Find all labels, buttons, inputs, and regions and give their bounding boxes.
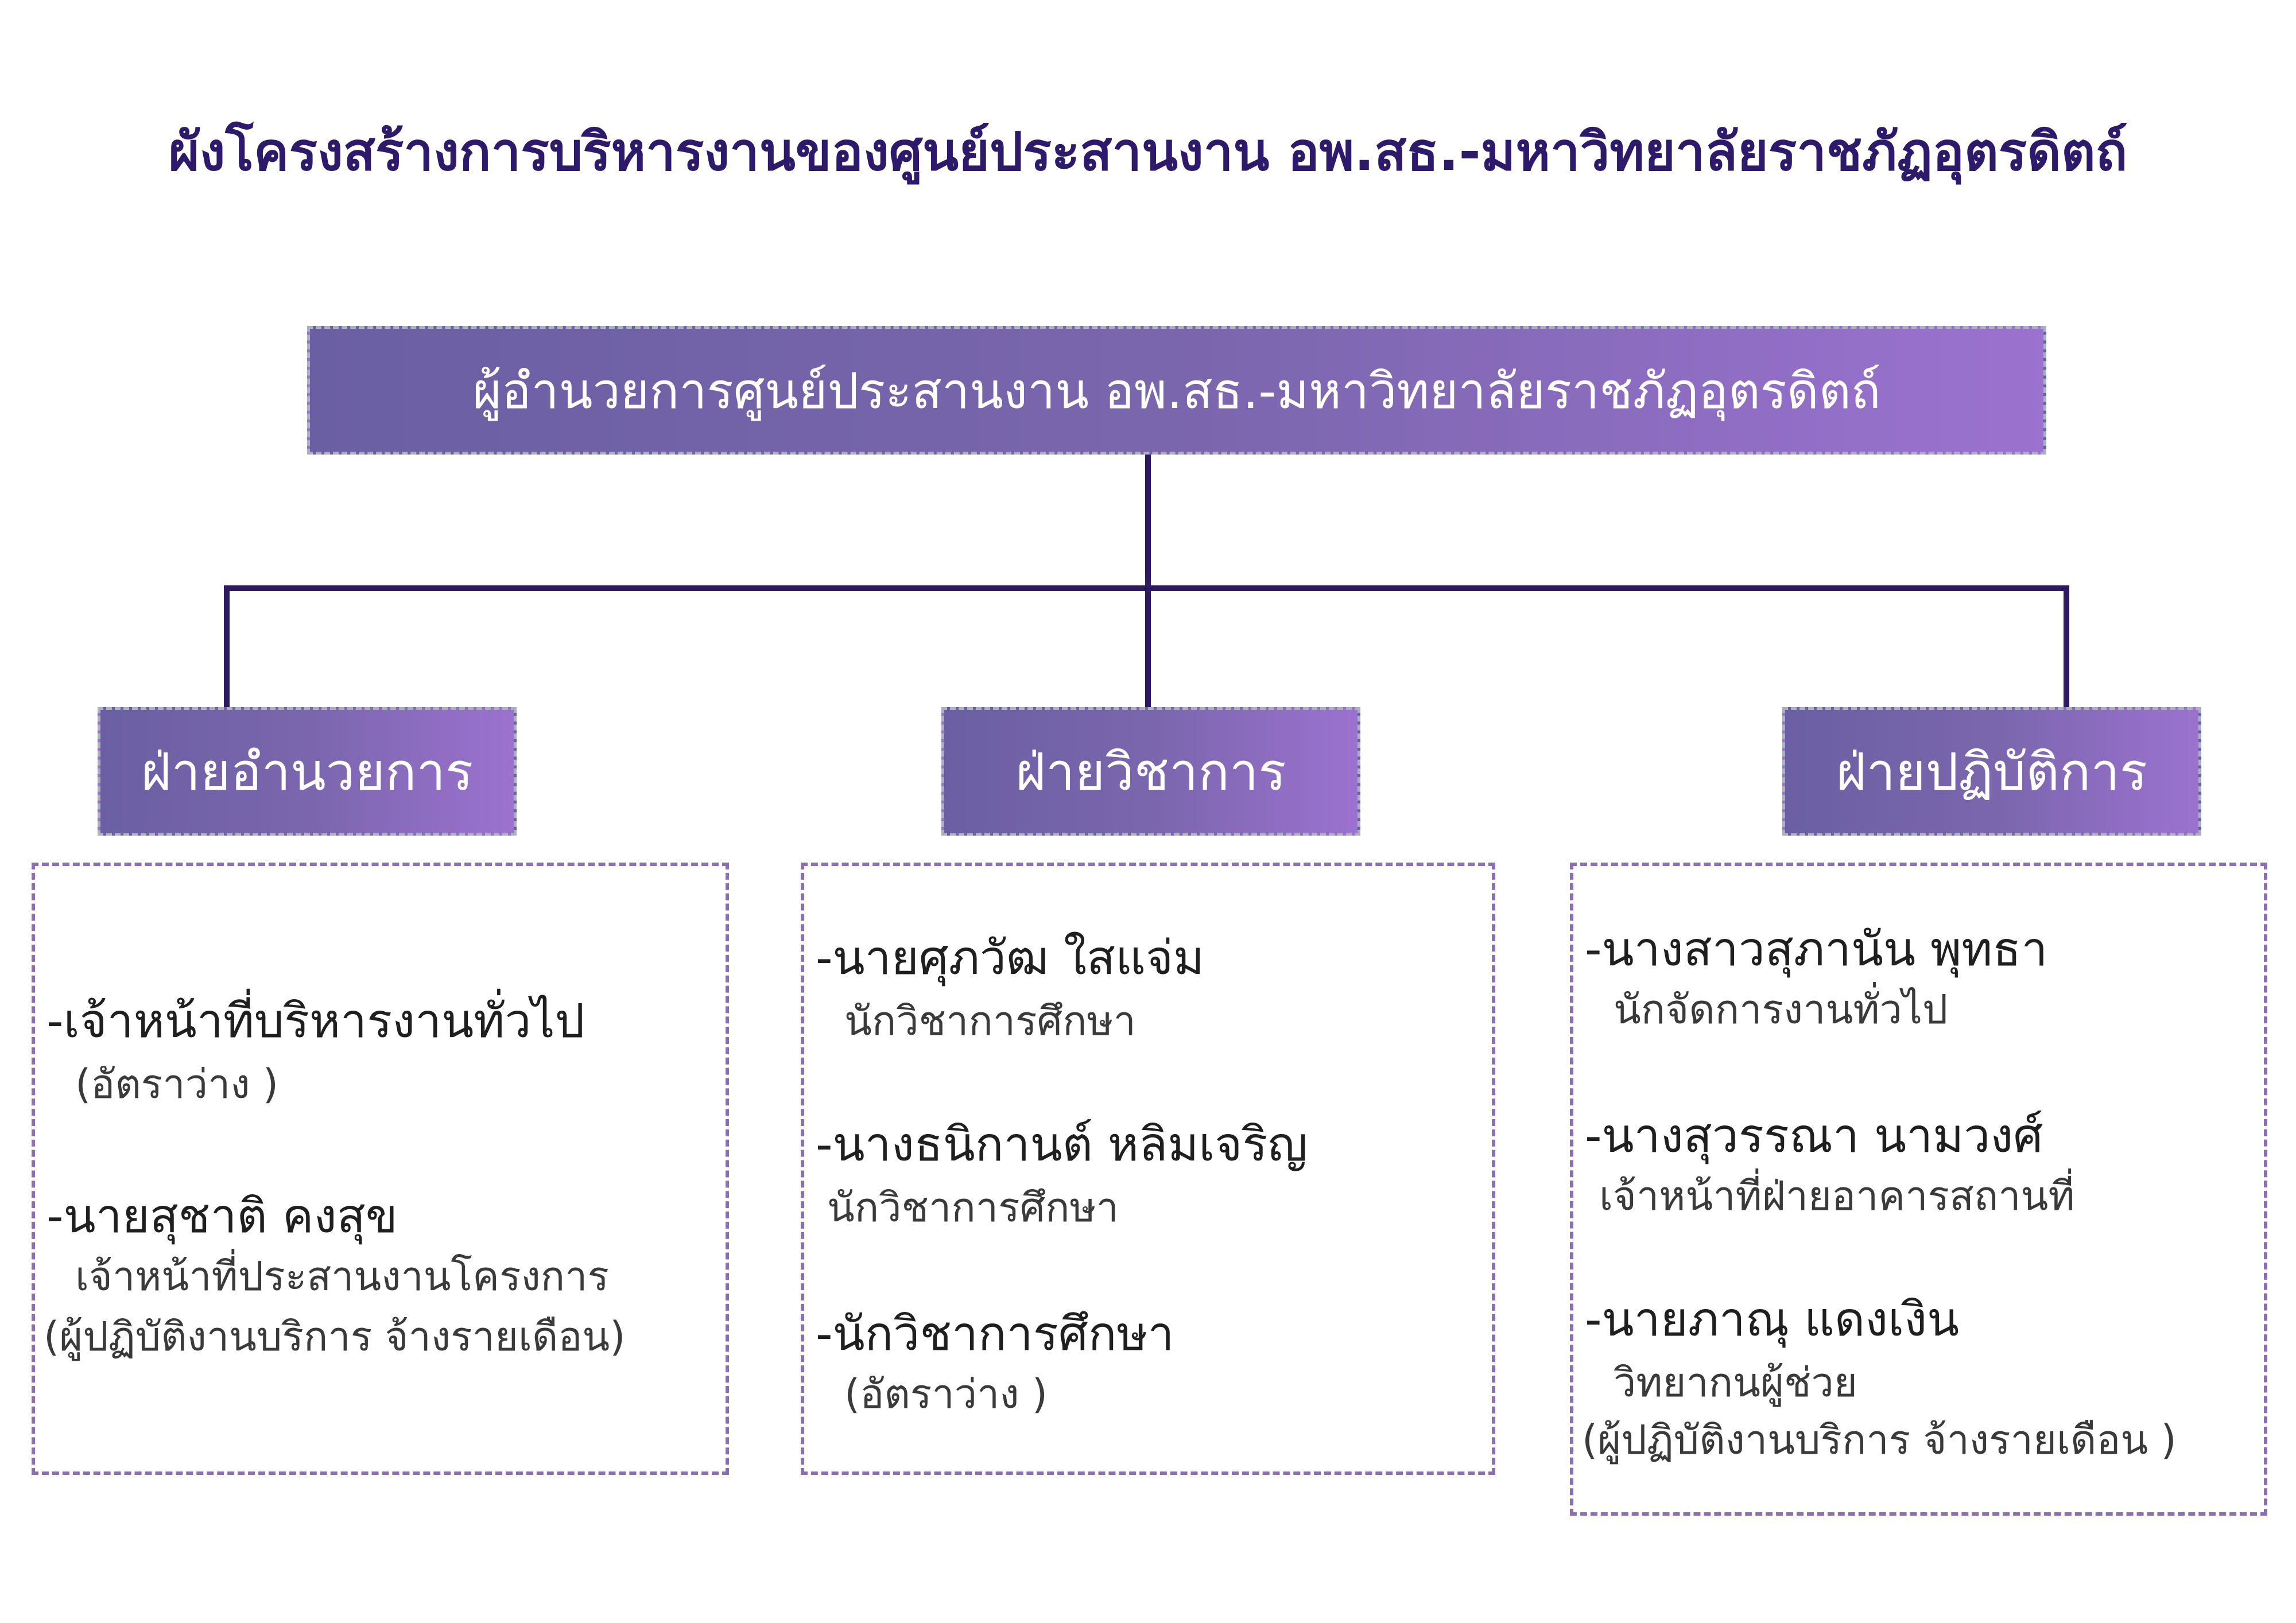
staff-role: นักวิชาการศึกษา	[844, 997, 1136, 1045]
staff-name: -นักวิชาการศึกษา	[816, 1307, 1174, 1361]
staff-name: -นายสุชาติ คงสุข	[46, 1189, 398, 1244]
staff-role: เจ้าหน้าที่ประสานงานโครงการ	[75, 1253, 610, 1300]
staff-box-operations: -นางสาวสุภานัน พุทธา นักจัดการงานทั่วไป …	[1570, 863, 2267, 1516]
staff-note: (ผู้ปฏิบัติงานบริการ จ้างรายเดือน )	[1582, 1416, 2177, 1463]
staff-name: -เจ้าหน้าที่บริหารงานทั่วไป	[46, 994, 585, 1049]
director-label: ผู้อำนวยการศูนย์ประสานงาน อพ.สธ.-มหาวิทย…	[472, 362, 1881, 420]
department-label: ฝ่ายวิชาการ	[1015, 741, 1286, 802]
staff-role: นักวิชาการศึกษา	[827, 1184, 1119, 1231]
director-box: ผู้อำนวยการศูนย์ประสานงาน อพ.สธ.-มหาวิทย…	[307, 326, 2046, 455]
staff-box-administration: -เจ้าหน้าที่บริหารงานทั่วไป (อัตราว่าง )…	[32, 863, 729, 1475]
department-box-administration: ฝ่ายอำนวยการ	[98, 707, 517, 836]
staff-name: -นายศุภวัฒ ใสแจ่ม	[816, 931, 1205, 985]
staff-name: -นางสุวรรณา นามวงศ์	[1585, 1109, 2043, 1163]
staff-role: นักจัดการงานทั่วไป	[1614, 986, 1948, 1033]
department-box-operations: ฝ่ายปฏิบัติการ	[1782, 707, 2201, 836]
staff-box-academic: -นายศุภวัฒ ใสแจ่ม นักวิชาการศึกษา -นางธน…	[801, 863, 1495, 1475]
staff-role: วิทยากนผู้ช่วย	[1614, 1359, 1857, 1406]
staff-name: -นางสาวสุภานัน พุทธา	[1585, 922, 2048, 977]
staff-name: -นายภาณุ แดงเงิน	[1585, 1292, 1960, 1347]
staff-role: (อัตราว่าง )	[75, 1061, 279, 1108]
staff-role: (อัตราว่าง )	[844, 1370, 1048, 1418]
department-box-academic: ฝ่ายวิชาการ	[941, 707, 1360, 836]
staff-name: -นางธนิกานต์ หลิมเจริญ	[816, 1117, 1308, 1172]
chart-title: ผังโครงสร้างการบริหารงานของศูนย์ประสานงา…	[168, 121, 2128, 183]
staff-note: (ผู้ปฏิบัติงานบริการ จ้างรายเดือน)	[44, 1313, 626, 1360]
department-label: ฝ่ายอำนวยการ	[141, 741, 474, 802]
staff-role: เจ้าหน้าที่ฝ่ายอาคารสถานที่	[1599, 1172, 2075, 1220]
department-label: ฝ่ายปฏิบัติการ	[1836, 741, 2148, 802]
